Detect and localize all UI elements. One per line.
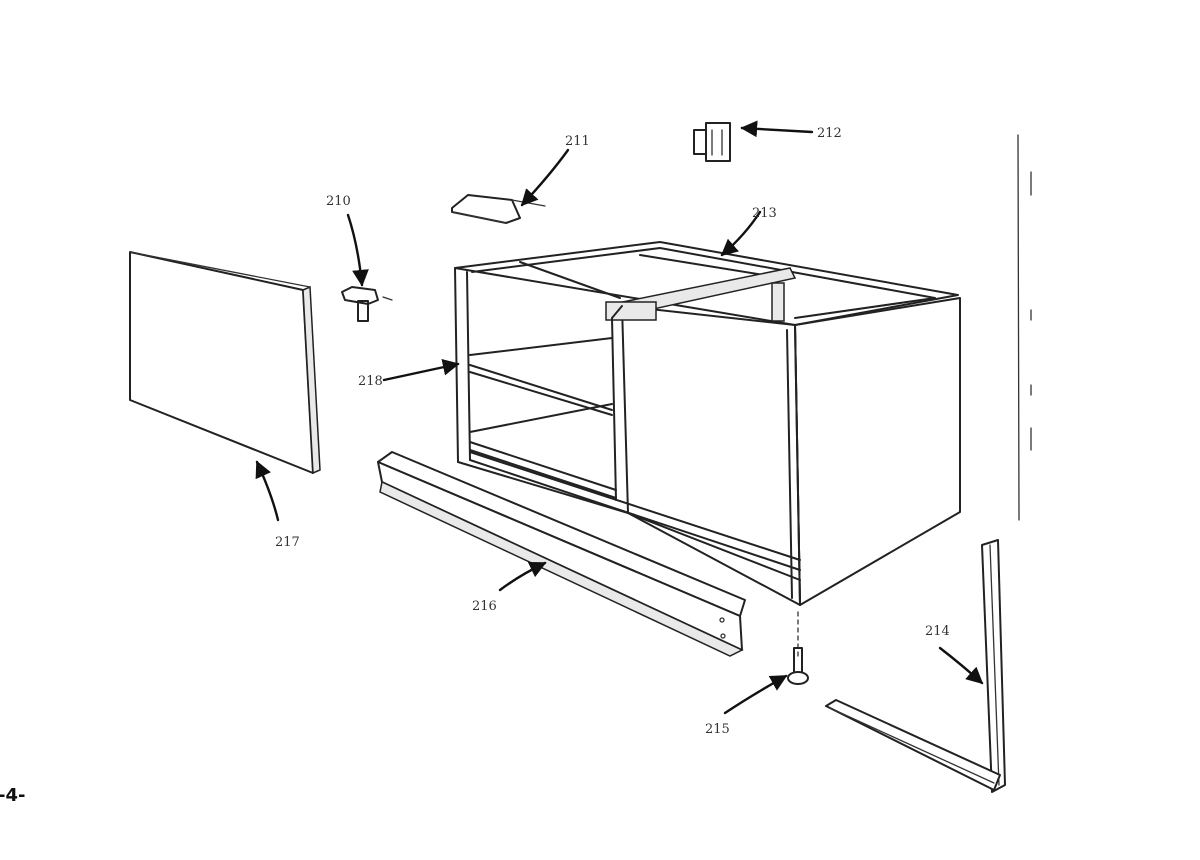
callout-210: 210: [326, 194, 351, 209]
callout-218: 218: [358, 374, 383, 389]
callout-211: 211: [565, 134, 590, 149]
leveling-foot-part: [787, 611, 809, 685]
hinge-part: [693, 122, 731, 162]
callout-214: 214: [925, 624, 950, 639]
callout-213: 213: [752, 206, 777, 221]
callout-216: 216: [472, 599, 497, 614]
handle-part: [451, 194, 546, 224]
callout-212: 212: [817, 126, 842, 141]
bottom-rail-part: [377, 451, 746, 657]
callout-217: 217: [275, 535, 300, 550]
margin-marks: [1017, 134, 1032, 521]
leader-arrows: [255, 120, 984, 715]
callout-215: 215: [705, 722, 730, 737]
latch-part: [341, 286, 393, 322]
side-panel-part: [129, 251, 321, 475]
cabinet-frame-part: [454, 241, 961, 606]
base-bracket-part: [825, 539, 1006, 793]
page-number: -4-: [0, 785, 25, 806]
